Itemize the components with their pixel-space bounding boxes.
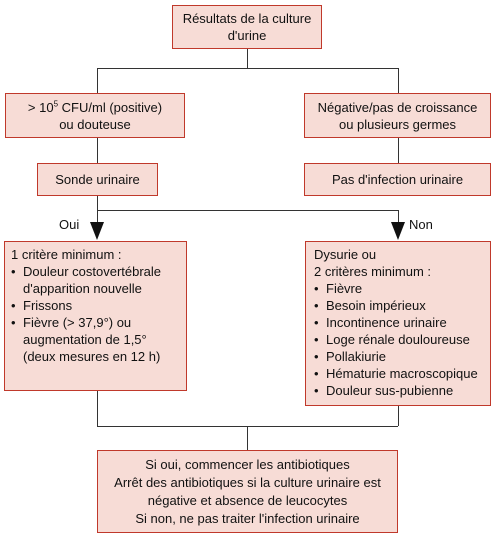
arrow-non	[391, 222, 405, 240]
no-infection-box: Pas d'infection urinaire	[304, 163, 491, 196]
list-item: Incontinence urinaire	[314, 314, 482, 331]
negative-result-line2: ou plusieurs germes	[338, 116, 457, 132]
culture-results-line1: Résultats de la culture	[182, 11, 312, 26]
connector-top-horizontal	[97, 68, 398, 69]
connector-sonde-down	[97, 196, 98, 210]
treatment-line3: négative et absence de leucocytes	[147, 492, 348, 508]
connector-oui-stem	[97, 210, 98, 224]
connector-left-drop	[97, 68, 98, 93]
right-criteria-box: Dysurie ou 2 critères minimum : Fièvre B…	[305, 241, 491, 406]
connector-top-vertical	[247, 49, 248, 68]
connector-right-criteria-down	[398, 406, 399, 426]
list-item: Besoin impérieux	[314, 297, 482, 314]
arrow-oui	[90, 222, 104, 240]
negative-result-box: Négative/pas de croissance ou plusieurs …	[304, 93, 491, 138]
connector-positive-to-sonde	[97, 138, 98, 163]
list-item: Douleur sus-pubienne	[314, 382, 482, 399]
treatment-line4: Si non, ne pas traiter l'infection urina…	[135, 510, 360, 526]
list-item: Fièvre	[314, 280, 482, 297]
list-item-line: (deux mesures en 12 h)	[23, 349, 161, 364]
branch-label-oui: Oui	[59, 217, 80, 232]
list-item: Pollakiurie	[314, 348, 482, 365]
connector-right-drop	[398, 68, 399, 93]
treatment-line2: Arrêt des antibiotiques si la culture ur…	[114, 474, 381, 490]
positive-result-line2: ou douteuse	[59, 116, 131, 132]
list-item: Loge rénale douloureuse	[314, 331, 482, 348]
connector-mid-horizontal	[97, 210, 398, 211]
negative-result-line1: Négative/pas de croissance	[317, 99, 478, 115]
treatment-line1: Si oui, commencer les antibiotiques	[145, 456, 350, 472]
list-item-line: Fièvre (> 37,9°) ou	[23, 315, 132, 330]
connector-left-criteria-down	[97, 391, 98, 426]
branch-label-non: Non	[409, 217, 433, 232]
right-criteria-list: Fièvre Besoin impérieux Incontinence uri…	[314, 280, 482, 399]
treatment-decision-box: Si oui, commencer les antibiotiques Arrê…	[97, 450, 398, 533]
left-criteria-heading: 1 critère minimum :	[11, 247, 122, 262]
connector-negative-to-pas	[398, 138, 399, 163]
list-item: Fièvre (> 37,9°) ou augmentation de 1,5°…	[11, 314, 180, 365]
positive-rest: CFU/ml (positive)	[58, 99, 163, 115]
no-infection-label: Pas d'infection urinaire	[331, 172, 464, 187]
list-item: Douleur costovertébrale d'apparition nou…	[11, 263, 180, 297]
list-item-line: Douleur costovertébrale	[23, 264, 162, 279]
sonde-urinaire-label: Sonde urinaire	[55, 172, 140, 187]
left-criteria-list: Douleur costovertébrale d'apparition nou…	[11, 263, 180, 365]
positive-exponent: 5	[53, 99, 59, 109]
culture-results-box: Résultats de la culture d'urine	[172, 5, 322, 49]
right-criteria-heading2: 2 critères minimum :	[314, 264, 432, 279]
positive-prefix: > 10	[27, 99, 54, 115]
sonde-urinaire-box: Sonde urinaire	[37, 163, 158, 196]
positive-result-box: > 105 CFU/ml (positive) ou douteuse	[5, 93, 185, 138]
list-item: Hématurie macroscopique	[314, 365, 482, 382]
right-criteria-heading1: Dysurie ou	[314, 247, 377, 262]
left-criteria-box: 1 critère minimum : Douleur costovertébr…	[4, 241, 187, 391]
connector-non-stem	[398, 210, 399, 224]
connector-bottom-vertical	[247, 426, 248, 450]
list-item-line: Frissons	[23, 298, 73, 313]
positive-result-line1: > 105 CFU/ml (positive)	[28, 99, 162, 116]
culture-results-line2: d'urine	[227, 28, 267, 43]
list-item: Frissons	[11, 297, 180, 314]
list-item-line: d'apparition nouvelle	[23, 281, 142, 296]
list-item-line: augmentation de 1,5°	[23, 332, 147, 347]
